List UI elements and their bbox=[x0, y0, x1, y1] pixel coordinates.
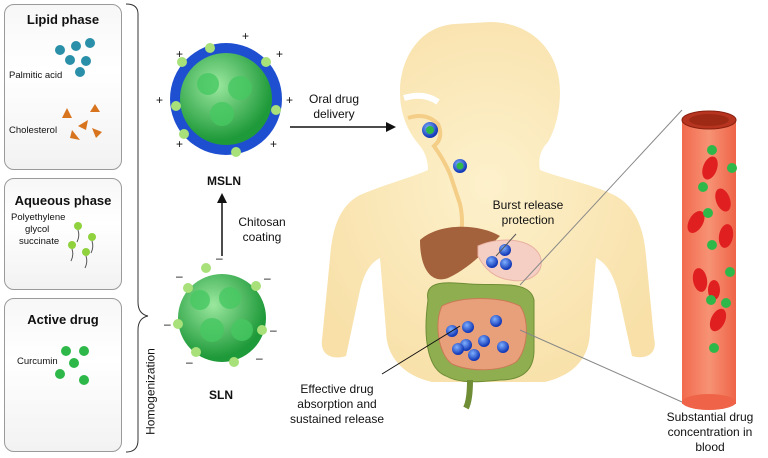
blood-concentration-line3: blood bbox=[695, 440, 725, 454]
palmitic-acid-label: Palmitic acid bbox=[9, 70, 63, 81]
svg-text:–: – bbox=[176, 269, 183, 283]
svg-text:–: – bbox=[270, 323, 277, 337]
blood-leader-lower bbox=[519, 329, 683, 403]
svg-text:+: + bbox=[270, 137, 277, 151]
sln-negative-charges: ––– –––– bbox=[164, 251, 277, 369]
cholesterol-icons bbox=[62, 104, 102, 140]
msln-nanoparticle bbox=[170, 43, 282, 157]
aqueous-phase-title: Aqueous phase bbox=[14, 193, 112, 208]
palmitic-acid-icons bbox=[55, 38, 95, 77]
curcumin-icons bbox=[55, 346, 89, 385]
burst-release-line1: Burst release bbox=[492, 198, 564, 212]
homogenization-label: Homogenization bbox=[143, 348, 158, 435]
cholesterol-label: Cholesterol bbox=[9, 125, 58, 136]
lipid-phase-title: Lipid phase bbox=[26, 12, 100, 27]
absorption-line2: absorption and bbox=[297, 397, 377, 411]
svg-text:–: – bbox=[264, 271, 271, 285]
blood-leader-upper bbox=[519, 109, 683, 286]
peg-label-line1: Polyethylene bbox=[11, 212, 66, 223]
burst-release-line2: protection bbox=[501, 213, 555, 227]
curcumin-label: Curcumin bbox=[17, 356, 58, 367]
sln-label: SLN bbox=[209, 388, 233, 402]
peg-succinate-icons bbox=[68, 222, 96, 269]
svg-text:+: + bbox=[276, 47, 283, 61]
svg-text:+: + bbox=[286, 93, 293, 107]
svg-text:+: + bbox=[242, 29, 249, 43]
msln-label: MSLN bbox=[207, 174, 241, 188]
blood-nanoparticles bbox=[698, 145, 737, 353]
svg-text:+: + bbox=[156, 93, 163, 107]
oral-delivery-arrow bbox=[290, 122, 396, 132]
svg-text:+: + bbox=[176, 137, 183, 151]
oral-delivery-line2: delivery bbox=[313, 107, 355, 121]
chitosan-label-line1: Chitosan bbox=[238, 215, 286, 229]
msln-positive-charges: + + + + + + + bbox=[156, 29, 293, 151]
active-drug-panel: Active drug Curcumin bbox=[4, 298, 122, 452]
svg-text:–: – bbox=[164, 317, 171, 331]
red-blood-cells bbox=[687, 156, 734, 332]
human-body bbox=[321, 22, 655, 382]
peg-label-line3: succinate bbox=[19, 236, 60, 247]
absorption-leader bbox=[381, 325, 461, 375]
bracket bbox=[125, 3, 149, 453]
burst-leader bbox=[495, 233, 517, 257]
peg-label-line2: glycol bbox=[25, 224, 50, 235]
svg-text:+: + bbox=[176, 47, 183, 61]
oral-delivery-line1: Oral drug bbox=[308, 92, 360, 106]
blood-vessel bbox=[681, 110, 737, 410]
lipid-phase-panel: Lipid phase Palmitic acid Cholesterol bbox=[4, 4, 122, 170]
svg-text:–: – bbox=[216, 251, 223, 265]
svg-text:–: – bbox=[186, 355, 193, 369]
coating-arrow bbox=[217, 193, 227, 256]
liver bbox=[420, 226, 500, 280]
blood-concentration-line2: concentration in bbox=[667, 425, 753, 439]
absorption-line1: Effective drug bbox=[300, 382, 374, 396]
aqueous-phase-panel: Aqueous phase Polyethylene glycol succin… bbox=[4, 178, 122, 290]
chitosan-label-line2: coating bbox=[242, 230, 282, 244]
intestine-nanoparticles bbox=[446, 315, 509, 361]
sln-nanoparticle bbox=[173, 263, 267, 367]
blood-concentration-line1: Substantial drug bbox=[666, 410, 754, 424]
active-drug-title: Active drug bbox=[27, 312, 99, 327]
absorption-line3: sustained release bbox=[289, 412, 385, 426]
svg-text:–: – bbox=[256, 351, 263, 365]
